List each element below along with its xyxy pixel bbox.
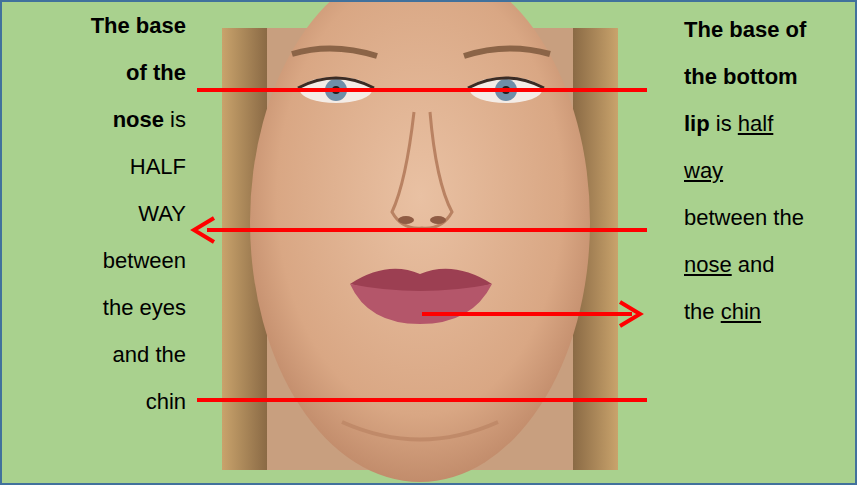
right-caption: The base of the bottom lip is half way b… xyxy=(684,6,810,335)
caption-text: is HALF WAY between the eyes and the chi… xyxy=(103,107,186,414)
left-caption: The base of the nose is HALF WAY between… xyxy=(80,2,186,425)
caption-text: is xyxy=(716,111,732,136)
caption-text: between the xyxy=(684,205,804,230)
guide-lines xyxy=(194,90,647,400)
photo xyxy=(222,2,618,482)
caption-text: chin xyxy=(721,299,761,324)
caption-text: nose xyxy=(684,252,732,277)
